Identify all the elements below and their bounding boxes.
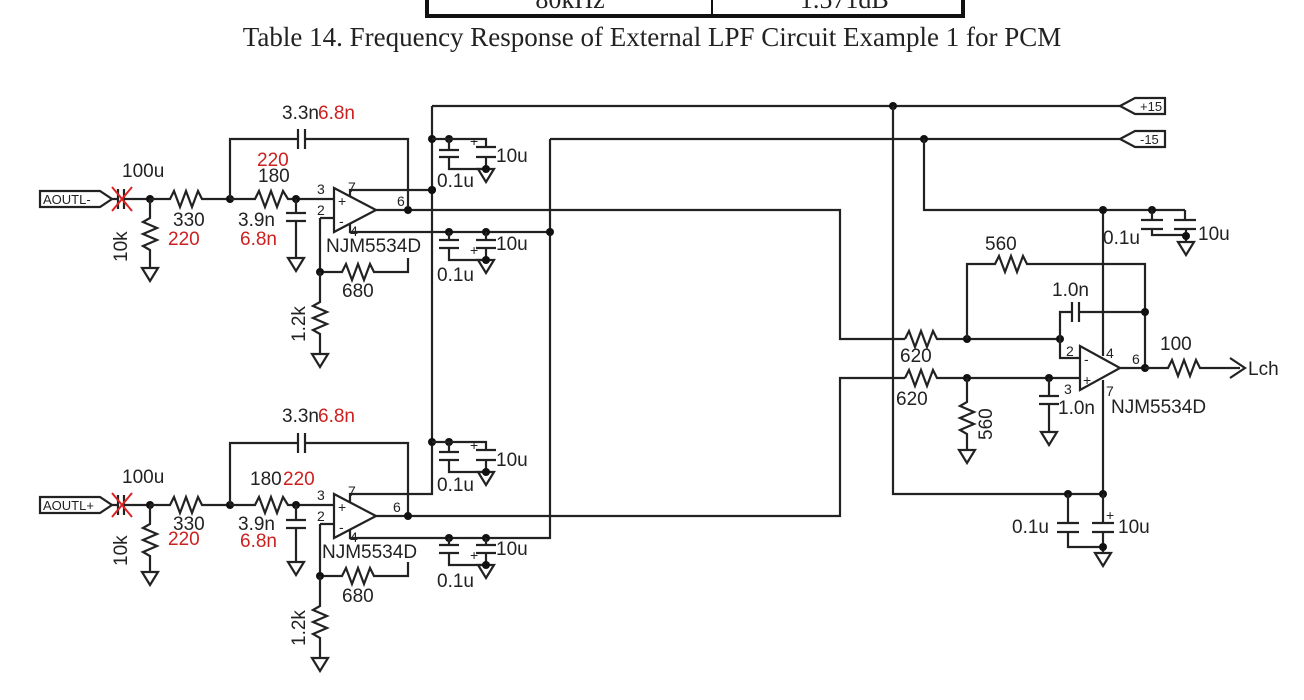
stage1-filter: AOUTL- 100u 10k 330 220 3.3n 6.8n 220 18…: [38, 103, 905, 369]
stage2-pulldown-value: 10k: [111, 535, 132, 566]
stage1-rseries-new-value: 220: [168, 229, 200, 250]
stage1-pin-inv: 2: [317, 202, 325, 218]
svg-text:+: +: [1083, 372, 1091, 388]
stage2-rseries-value: 330: [173, 514, 205, 535]
diff-bypass-top-electrolytic: 10u: [1198, 224, 1230, 245]
stage2-bypass-neg: + 10u 0.1u: [437, 534, 528, 592]
stage2-bypass-pos: + 10u 0.1u: [428, 437, 528, 496]
stage2-pin-vneg: 4: [350, 529, 358, 545]
stage1-coupling-cap-value: 100u: [122, 161, 164, 182]
stage2-rfeedback-value: 680: [342, 586, 374, 607]
stage2-filter: AOUTL+ 100u 10k 330 220 3.3n 6.8n 180 22…: [38, 376, 905, 673]
svg-text:-: -: [339, 213, 344, 229]
stage1-input-port: AOUTL-: [43, 192, 91, 207]
stage2-bypass-pos-electrolytic: 10u: [496, 450, 528, 471]
diff-rfeedback-value: 560: [985, 234, 1017, 255]
stage2-pin-inv: 2: [317, 508, 325, 524]
diff-bypass-bottom-ceramic: 0.1u: [1012, 517, 1049, 538]
stage1-bypass-neg: + 10u 0.1u: [437, 228, 528, 286]
diff-bypass-top-ceramic: 0.1u: [1103, 228, 1140, 249]
svg-text:+: +: [470, 437, 478, 453]
stage1-opamp-part: NJM5534D: [326, 236, 421, 257]
stage1-cfeedback-new-value: 6.8n: [318, 103, 355, 124]
stage1-rseries-value: 330: [173, 210, 205, 231]
stage2-rsecond-new-value: 220: [283, 469, 315, 490]
diff-pin-vpos: 7: [1106, 383, 1114, 399]
diff-rin-inv-value: 620: [900, 346, 932, 367]
diff-rin-noninv-value: 620: [896, 389, 928, 410]
svg-text:+: +: [338, 499, 346, 515]
stage1-pin-vpos: 7: [348, 179, 356, 195]
svg-text:+: +: [338, 193, 346, 209]
stage1-bypass-neg-electrolytic: 10u: [496, 234, 528, 255]
stage2-cfeedback-new-value: 6.8n: [318, 406, 355, 427]
svg-text:-: -: [339, 519, 344, 535]
stage1-rsecond-new-value: 220: [257, 150, 289, 171]
diff-cfeedback-value: 1.0n: [1052, 280, 1089, 301]
stage2-bypass-pos-ceramic: 0.1u: [437, 475, 474, 496]
stage1-pin-vneg: 4: [350, 223, 358, 239]
stage2-pin-noninv: 3: [317, 487, 325, 503]
diff-pin-noninv: 3: [1064, 381, 1072, 397]
diff-pin-out: 6: [1132, 351, 1140, 367]
diff-bypass-bottom-electrolytic: 10u: [1118, 517, 1150, 538]
stage2-bypass-neg-electrolytic: 10u: [496, 539, 528, 560]
port-neg15: -15: [1140, 132, 1159, 147]
stage1-bypass-pos-ceramic: 0.1u: [437, 171, 474, 192]
stage1-cshunt-new-value: 6.8n: [240, 229, 277, 250]
svg-text:+: +: [1106, 507, 1114, 523]
stage2-cfeedback-value: 3.3n: [282, 406, 319, 427]
diff-pin-inv: 2: [1066, 343, 1074, 359]
diff-cground-value: 1.0n: [1058, 398, 1095, 419]
stage1-rfeedback-value: 680: [342, 281, 374, 302]
stage2-rsecond-value: 180: [250, 469, 282, 490]
port-pos15: +15: [1140, 99, 1162, 114]
diff-bypass-bottom: + 0.1u 10u: [1012, 490, 1150, 568]
table-cell-frequency: 80kHz: [429, 0, 713, 14]
stage1-rground-value: 1.2k: [289, 306, 310, 342]
stage1-pulldown-value: 10k: [111, 231, 132, 262]
svg-text:-: -: [1084, 351, 1089, 367]
stage1-cshunt-value: 3.9n: [238, 210, 275, 231]
stage2-bypass-neg-ceramic: 0.1u: [437, 571, 474, 592]
stage1-bypass-neg-ceramic: 0.1u: [437, 265, 474, 286]
stage1-bypass-pos-electrolytic: 10u: [496, 146, 528, 167]
stage2-rground-value: 1.2k: [289, 610, 310, 646]
svg-text:+: +: [470, 547, 478, 563]
diff-opamp-part: NJM5534D: [1111, 397, 1206, 418]
stage1-bypass-pos: + 10u 0.1u: [428, 133, 528, 194]
stage2-cshunt-value: 3.9n: [238, 514, 275, 535]
diff-rout-value: 100: [1160, 334, 1192, 355]
stage2-coupling-cap-value: 100u: [122, 467, 164, 488]
stage2-opamp-part: NJM5534D: [322, 542, 417, 563]
stage2-input-port: AOUTL+: [43, 498, 94, 513]
svg-text:+: +: [470, 133, 478, 149]
table-cell-response: −1.571dB: [713, 0, 961, 14]
stage2-cshunt-new-value: 6.8n: [240, 531, 277, 552]
output-label: Lch: [1248, 359, 1279, 380]
stage1-cfeedback-value: 3.3n: [282, 103, 319, 124]
diff-rground-value: 560: [976, 408, 997, 440]
stage1-pin-noninv: 3: [317, 181, 325, 197]
power-rail-positive: +15: [432, 96, 1167, 116]
stage2-pin-vpos: 7: [348, 483, 356, 499]
svg-text:+: +: [470, 242, 478, 258]
frequency-response-table-fragment: 80kHz −1.571dB: [425, 0, 965, 18]
stage1-rsecond-value: 180: [258, 166, 290, 187]
stage2-rseries-new-value: 220: [168, 529, 200, 550]
table-caption: Table 14. Frequency Response of External…: [242, 22, 1062, 52]
diff-stage: 620 620 560 1.0n - + 2 3 4 7 6 NJM5534D …: [896, 206, 1279, 568]
stage2-pin-out: 6: [393, 499, 401, 515]
diff-pin-vneg: 4: [1106, 345, 1114, 361]
diff-bypass-top: 0.1u 10u: [1103, 206, 1230, 257]
power-rail-negative: -15: [550, 129, 1167, 149]
stage1-pin-out: 6: [397, 193, 405, 209]
